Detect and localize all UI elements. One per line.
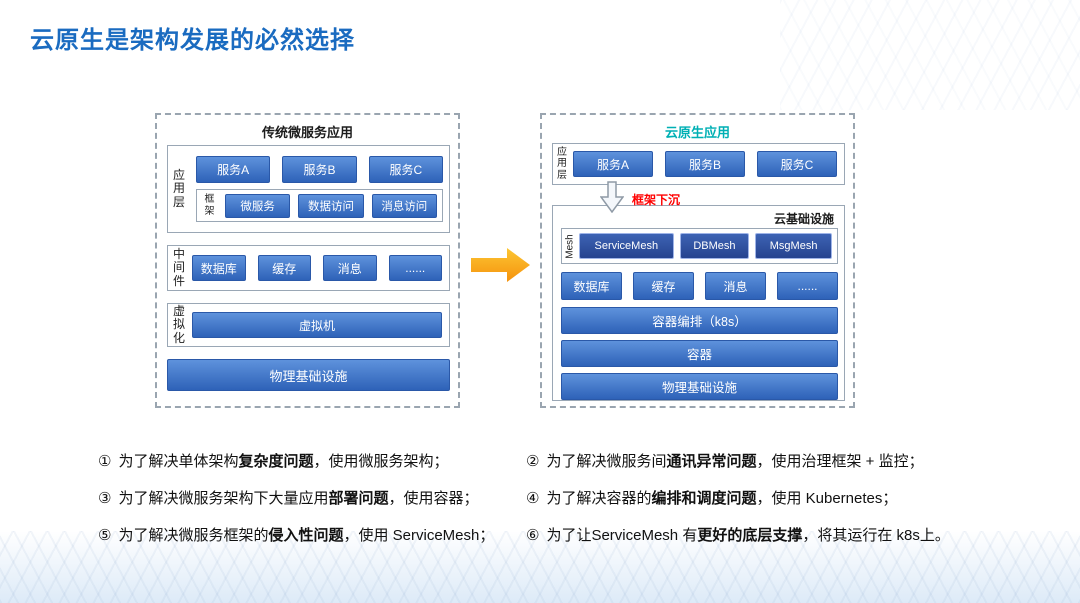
virtualization-content: 虚拟机 — [190, 304, 449, 346]
message-access-box: 消息访问 — [371, 193, 437, 218]
cn-app-layer-group: 应用层 服务A 服务B 服务C — [552, 143, 845, 185]
cloud-infrastructure-title: 云基础设施 — [773, 212, 834, 226]
msgmesh-box: MsgMesh — [755, 233, 832, 259]
note-text-bold: 部署问题 — [328, 490, 389, 507]
virtual-machine-box: 虚拟机 — [192, 312, 442, 338]
virtualization-label: 虚拟化 — [168, 304, 190, 346]
note-text-post: ，使用 Kubernetes； — [756, 490, 898, 507]
note-item-6: ⑥ 为了让ServiceMesh 有更好的底层支撑，将其运行在 k8s上。 — [526, 525, 976, 546]
cn-app-layer-label-text: 应用层 — [557, 147, 567, 181]
cache-box: 缓存 — [257, 255, 311, 281]
note-text-pre: 为了解决微服务架构下大量应用 — [118, 490, 329, 507]
note-text-pre: 为了解决容器的 — [546, 490, 652, 507]
note-item-5: ⑤ 为了解决微服务框架的侵入性问题，使用 ServiceMesh； — [98, 525, 518, 546]
microservice-box: 微服务 — [225, 193, 291, 218]
note-text-bold: 通讯异常问题 — [666, 453, 757, 470]
container-orchestration-box: 容器编排（k8s） — [561, 307, 838, 334]
cn-service-b-box: 服务B — [665, 151, 745, 177]
traditional-app-panel: 传统微服务应用 应用层 服务A 服务B 服务C 框架 微服务 数据访问 消息访问 — [155, 113, 460, 408]
note-number: ⑥ — [526, 527, 540, 544]
cn-app-layer-content: 服务A 服务B 服务C — [571, 144, 844, 184]
virtualization-label-text: 虚拟化 — [173, 303, 186, 345]
note-text-bold: 更好的底层支撑 — [697, 527, 803, 544]
note-text-pre: 为了解决单体架构 — [118, 453, 239, 470]
note-text-pre: 为了解决微服务间 — [546, 453, 667, 470]
cn-middleware-row: 数据库 缓存 消息 ...... — [561, 272, 838, 300]
notes-column-right: ② 为了解决微服务间通讯异常问题，使用治理框架 + 监控； ④ 为了解决容器的编排和… — [526, 451, 976, 562]
framework-label-text: 框架 — [204, 194, 215, 217]
note-text-pre: 为了解决微服务框架的 — [118, 527, 269, 544]
servicemesh-box: ServiceMesh — [579, 233, 674, 259]
dbmesh-box: DBMesh — [679, 233, 750, 259]
note-number: ⑤ — [98, 527, 112, 544]
physical-infrastructure-box: 物理基础设施 — [167, 359, 450, 391]
app-layer-group: 应用层 服务A 服务B 服务C 框架 微服务 数据访问 消息访问 — [167, 145, 450, 233]
note-item-1: ① 为了解决单体架构复杂度问题，使用微服务架构； — [98, 451, 518, 472]
database-box: 数据库 — [192, 255, 246, 281]
message-box: 消息 — [323, 255, 377, 281]
app-layer-label-text: 应用层 — [173, 167, 186, 209]
note-text-bold: 侵入性问题 — [268, 527, 344, 544]
page-title: 云原生是架构发展的必然选择 — [30, 27, 355, 54]
virtualization-group: 虚拟化 虚拟机 — [167, 303, 450, 347]
note-number: ② — [526, 453, 540, 470]
note-text-post: ，使用治理框架 + 监控； — [756, 453, 924, 470]
note-text-post: ，使用 ServiceMesh； — [343, 527, 495, 544]
middleware-label-text: 中间件 — [173, 246, 186, 288]
note-number: ① — [98, 453, 112, 470]
note-text-bold: 复杂度问题 — [238, 453, 314, 470]
note-text-bold: 编排和调度问题 — [651, 490, 757, 507]
services-row: 服务A 服务B 服务C — [196, 156, 443, 183]
note-number: ③ — [98, 490, 112, 507]
cn-message-box: 消息 — [705, 272, 766, 300]
cn-cache-box: 缓存 — [633, 272, 694, 300]
down-arrow-icon — [600, 181, 624, 213]
cloud-native-panel-title: 云原生应用 — [664, 125, 730, 140]
mesh-boxes-row: ServiceMesh DBMesh MsgMesh — [578, 229, 837, 263]
note-text-post: ，将其运行在 k8s上。 — [802, 527, 950, 544]
note-item-2: ② 为了解决微服务间通讯异常问题，使用治理框架 + 监控； — [526, 451, 976, 472]
service-c-box: 服务C — [368, 156, 443, 183]
cn-database-box: 数据库 — [561, 272, 622, 300]
data-access-box: 数据访问 — [298, 193, 364, 218]
mesh-label: Mesh — [562, 229, 578, 263]
framework-sink-label: 框架下沉 — [632, 193, 681, 207]
mesh-group: Mesh ServiceMesh DBMesh MsgMesh — [561, 228, 838, 264]
right-arrow-icon — [471, 248, 530, 282]
notes-column-left: ① 为了解决单体架构复杂度问题，使用微服务架构； ③ 为了解决微服务架构下大量应用部… — [98, 451, 518, 562]
cloud-native-panel: 云原生应用 应用层 服务A 服务B 服务C 框架下沉 云基础设施 Mesh Se — [540, 113, 855, 408]
framework-label: 框架 — [202, 194, 217, 216]
cloud-infrastructure-box: 云基础设施 Mesh ServiceMesh DBMesh MsgMesh 数据… — [552, 205, 845, 401]
app-layer-label: 应用层 — [168, 146, 190, 232]
middleware-label: 中间件 — [168, 246, 190, 290]
ellipsis-box: ...... — [388, 255, 442, 281]
note-number: ④ — [526, 490, 540, 507]
note-text-post: ，使用容器； — [388, 490, 479, 507]
app-layer-content: 服务A 服务B 服务C 框架 微服务 数据访问 消息访问 — [190, 146, 449, 232]
service-b-box: 服务B — [282, 156, 357, 183]
note-item-4: ④ 为了解决容器的编排和调度问题，使用 Kubernetes； — [526, 488, 976, 509]
note-text-post: ，使用微服务架构； — [313, 453, 449, 470]
traditional-panel-title: 传统微服务应用 — [261, 125, 353, 140]
middleware-content: 数据库 缓存 消息 ...... — [190, 246, 449, 290]
cn-service-a-box: 服务A — [573, 151, 653, 177]
note-text-pre: 为了让ServiceMesh 有 — [546, 527, 698, 544]
mesh-label-text: Mesh — [564, 233, 576, 259]
note-item-3: ③ 为了解决微服务架构下大量应用部署问题，使用容器； — [98, 488, 518, 509]
cn-ellipsis-box: ...... — [777, 272, 838, 300]
container-box: 容器 — [561, 340, 838, 367]
background-pattern-topright — [780, 0, 1080, 110]
service-a-box: 服务A — [196, 156, 271, 183]
cn-app-layer-label: 应用层 — [553, 144, 571, 184]
framework-group: 框架 微服务 数据访问 消息访问 — [196, 189, 443, 222]
cn-physical-infrastructure-box: 物理基础设施 — [561, 373, 838, 400]
middleware-group: 中间件 数据库 缓存 消息 ...... — [167, 245, 450, 291]
cn-service-c-box: 服务C — [757, 151, 837, 177]
